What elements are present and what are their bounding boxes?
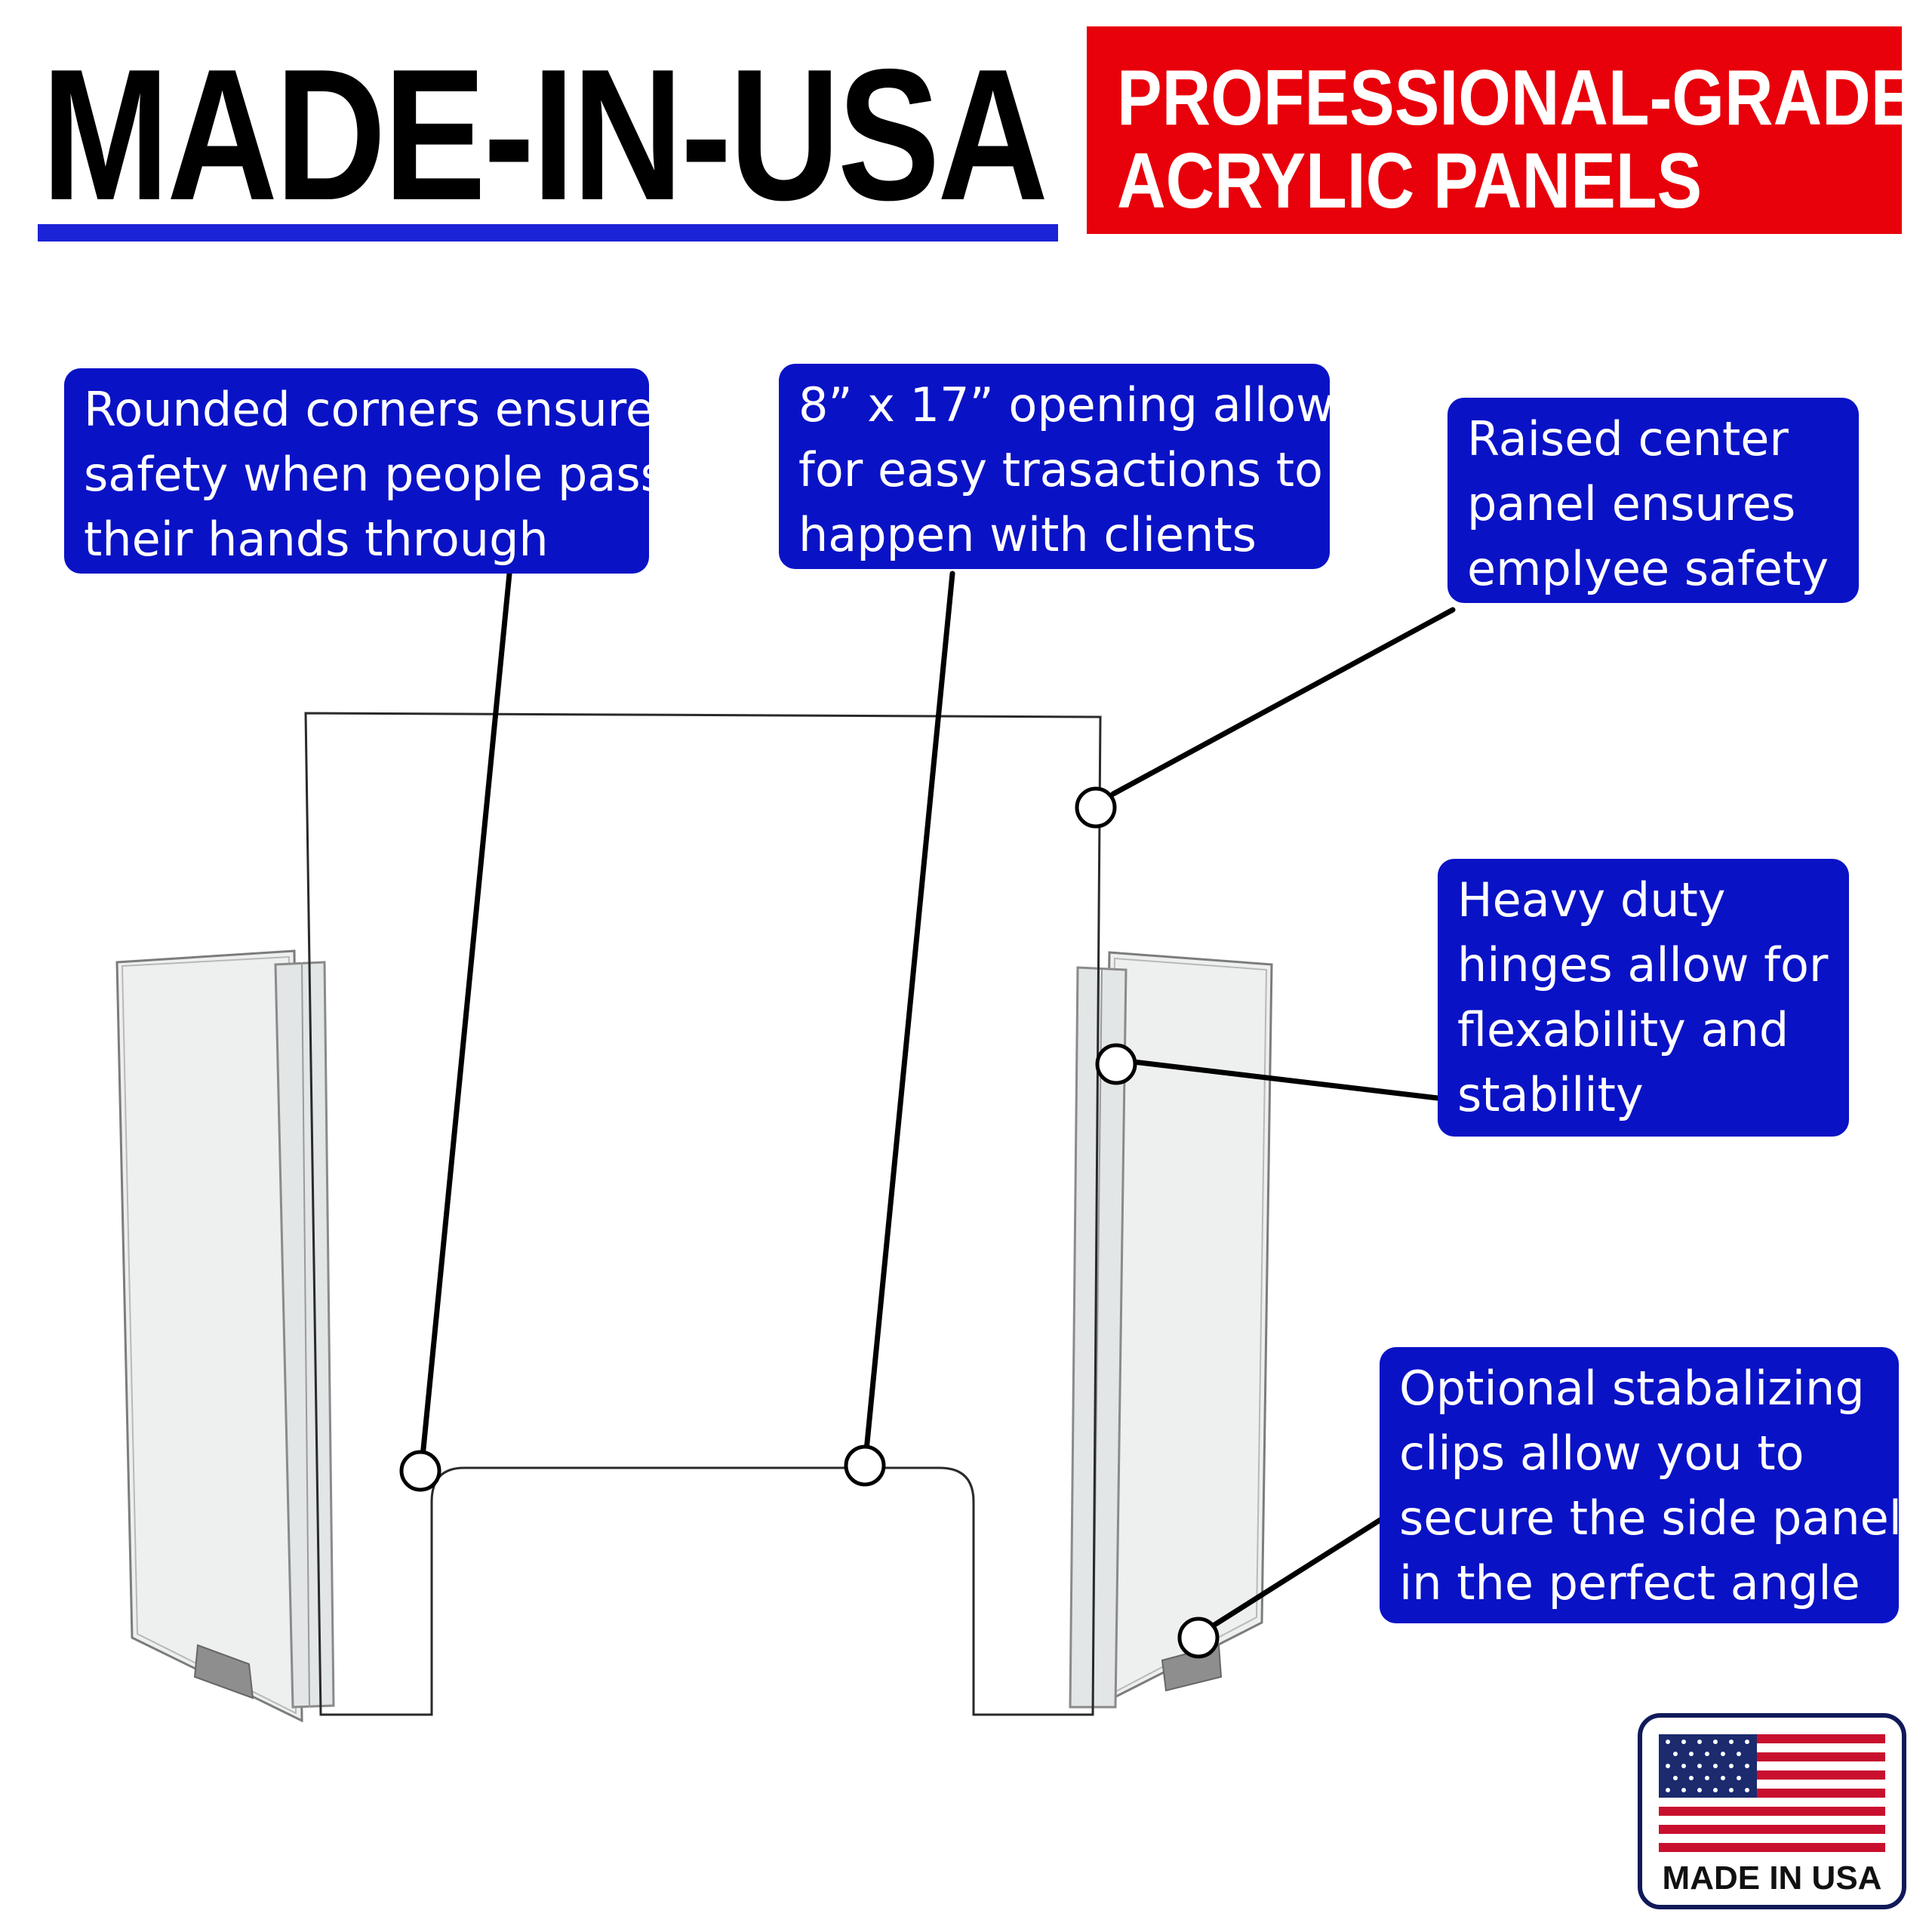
callout-line: Optional stabalizing	[1399, 1361, 1865, 1416]
callout-line: clips allow you to	[1399, 1426, 1804, 1481]
callout-clips: Optional stabalizing clips allow you to …	[1380, 1347, 1927, 1623]
banner-line-2: ACRYLIC PANELS	[1117, 137, 1703, 225]
callout-line: Heavy duty	[1457, 872, 1726, 928]
callout-line: emplyee safety	[1467, 541, 1829, 596]
callout-line: stability	[1457, 1067, 1644, 1122]
callout-rounded-corners: Rounded corners ensure safety when peopl…	[64, 368, 665, 574]
callout-line: their hands through	[84, 512, 549, 567]
anchor-marker-clip	[1177, 1617, 1220, 1659]
headline-title: MADE-IN-USA	[42, 29, 1048, 239]
callout-line: Raised center	[1467, 411, 1789, 466]
callout-line: safety when people pass	[84, 447, 665, 502]
callout-line: in the perfect angle	[1399, 1555, 1860, 1611]
callout-line: happen with clients	[798, 507, 1257, 562]
anchor-marker-hinge	[1095, 1043, 1137, 1085]
left-side-panel	[115, 949, 335, 1723]
callout-hinges: Heavy duty hinges allow for flexability …	[1438, 859, 1849, 1137]
promo-banner: PROFESSIONAL-GRADE ACRYLIC PANELS	[1087, 26, 1915, 234]
callout-raised-panel: Raised center panel ensures emplyee safe…	[1447, 398, 1859, 603]
us-flag-icon	[1659, 1734, 1885, 1852]
anchor-marker-raised-panel	[1075, 786, 1117, 829]
made-in-usa-badge: MADE IN USA	[1638, 1713, 1906, 1909]
left-stabilizing-clip	[193, 1644, 254, 1700]
anchor-marker-rounded-corner	[399, 1450, 441, 1492]
callout-line: panel ensures	[1467, 476, 1796, 531]
callout-line: Rounded corners ensure	[84, 382, 655, 437]
headline-underline	[38, 224, 1058, 242]
callout-line: secure the side panels	[1399, 1491, 1927, 1546]
callout-line: 8” x 17” opening allows	[798, 377, 1359, 432]
callout-line: flexability and	[1457, 1002, 1789, 1057]
leader-lines	[420, 571, 1456, 1635]
right-side-panel	[1069, 951, 1273, 1709]
badge-caption: MADE IN USA	[1662, 1860, 1882, 1897]
center-panel-outline	[304, 712, 1102, 1716]
anchor-marker-opening	[844, 1444, 886, 1487]
callout-opening: 8” x 17” opening allows for easy trasact…	[779, 364, 1359, 569]
callout-line: for easy trasactions to	[798, 442, 1323, 497]
banner-line-1: PROFESSIONAL-GRADE	[1117, 54, 1916, 142]
callout-line: hinges allow for	[1457, 937, 1829, 992]
